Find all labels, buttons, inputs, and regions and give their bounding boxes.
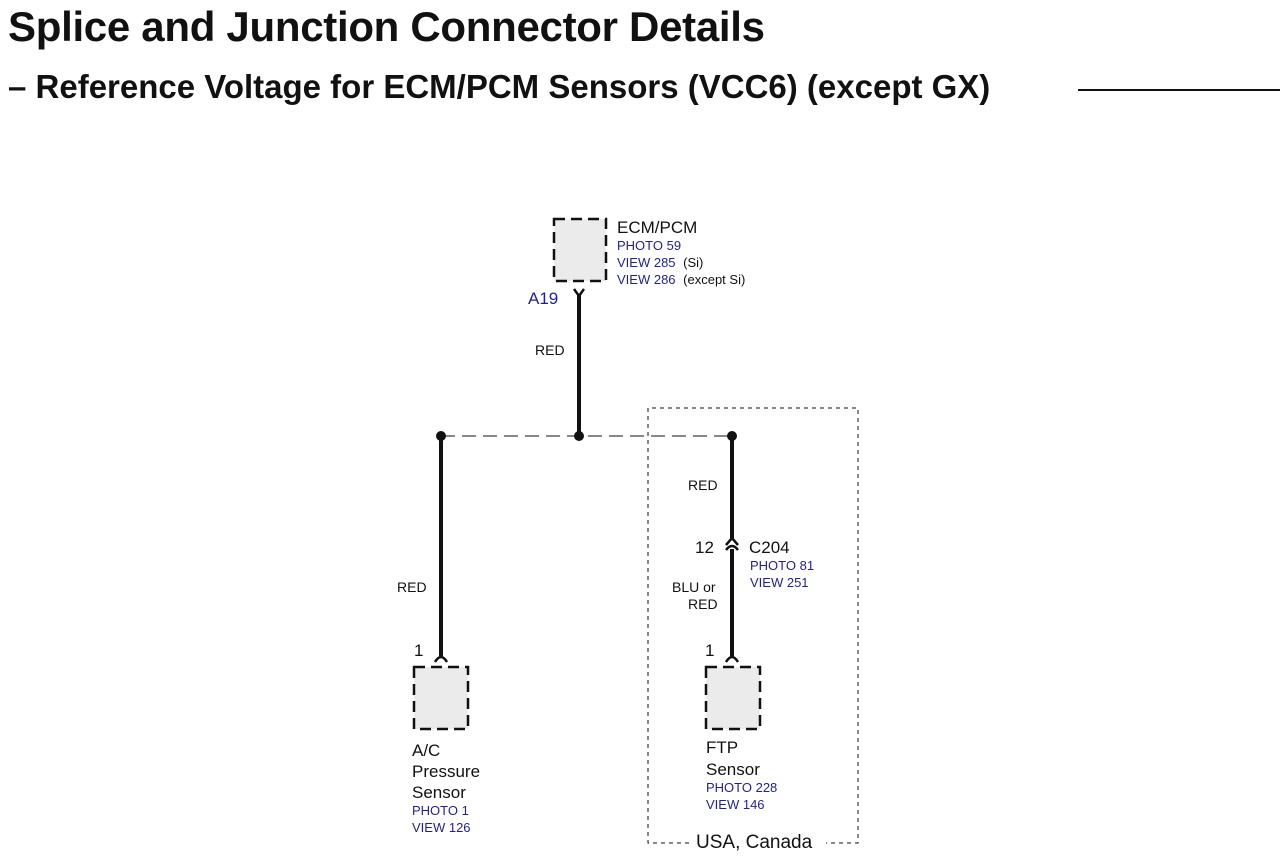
ac-pressure-sensor[interactable] xyxy=(412,665,470,731)
region-box xyxy=(647,407,859,844)
ecm-view-286-row: VIEW 286 (except Si) xyxy=(617,272,745,287)
ac-wire-color: RED xyxy=(397,579,427,595)
region-label: USA, Canada xyxy=(696,832,813,853)
ecm-wire-color: RED xyxy=(535,342,565,358)
ecm-pcm-name: ECM/PCM xyxy=(617,218,697,237)
ecm-view-285-row: VIEW 285 (Si) xyxy=(617,255,703,270)
ftp-wire-lower-color-line1: BLU or xyxy=(672,579,716,595)
ftp-sensor-view-link[interactable]: VIEW 146 xyxy=(706,797,765,812)
ecm-view-285-note: (Si) xyxy=(683,255,703,270)
ecm-view-286-link[interactable]: VIEW 286 xyxy=(617,272,676,287)
ac-sensor-name-line3: Sensor xyxy=(412,783,466,802)
c204-photo-link[interactable]: PHOTO 81 xyxy=(750,558,814,573)
ac-sensor-photo-link[interactable]: PHOTO 1 xyxy=(412,803,469,818)
ftp-sensor[interactable] xyxy=(704,665,762,731)
ac-sensor-name-line1: A/C xyxy=(412,741,440,760)
ftp-pin-label: 1 xyxy=(705,641,714,660)
ftp-pin-terminal xyxy=(724,655,740,663)
ac-pin-terminal xyxy=(433,655,449,663)
page-subtitle: – Reference Voltage for ECM/PCM Sensors … xyxy=(8,68,991,105)
ftp-wire-upper-color: RED xyxy=(688,477,718,493)
c204-view-link[interactable]: VIEW 251 xyxy=(750,575,809,590)
ecm-photo-link[interactable]: PHOTO 59 xyxy=(617,238,681,253)
c204-pin-label: 12 xyxy=(695,538,714,557)
ftp-sensor-name-line1: FTP xyxy=(706,738,738,757)
ecm-view-285-link[interactable]: VIEW 285 xyxy=(617,255,676,270)
ac-sensor-name-line2: Pressure xyxy=(412,762,480,781)
ecm-pin-label: A19 xyxy=(528,289,558,308)
ftp-sensor-name-line2: Sensor xyxy=(706,760,760,779)
ftp-wire-lower-color-line2: RED xyxy=(688,596,718,612)
c204-connector[interactable] xyxy=(725,536,739,551)
ac-pin-label: 1 xyxy=(414,641,423,660)
subtitle-rule xyxy=(1078,89,1280,91)
c204-name: C204 xyxy=(749,538,790,557)
ac-sensor-view-link[interactable]: VIEW 126 xyxy=(412,820,471,835)
ecm-pcm-component[interactable] xyxy=(552,217,608,283)
splice-point-center xyxy=(574,431,584,441)
ftp-sensor-photo-link[interactable]: PHOTO 228 xyxy=(706,780,777,795)
page-title: Splice and Junction Connector Details xyxy=(8,3,765,50)
ecm-view-286-note: (except Si) xyxy=(683,272,745,287)
